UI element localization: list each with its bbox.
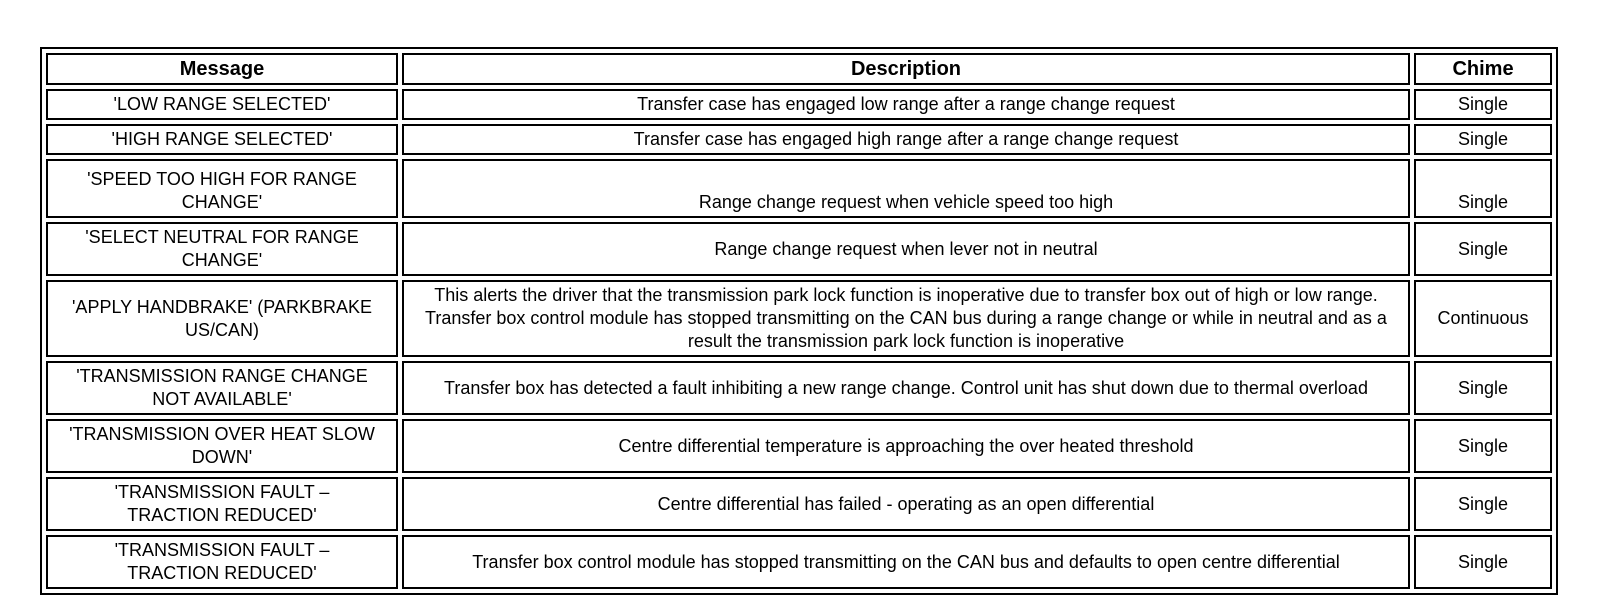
table-row: 'SPEED TOO HIGH FOR RANGE CHANGE' Range …: [46, 159, 1552, 218]
chime-cell: Single: [1414, 477, 1552, 531]
description-cell: Transfer box control module has stopped …: [402, 535, 1410, 589]
message-cell: 'SPEED TOO HIGH FOR RANGE CHANGE': [46, 159, 398, 218]
table-row: 'APPLY HANDBRAKE' (PARKBRAKE US/CAN) Thi…: [46, 280, 1552, 357]
description-cell: Transfer box has detected a fault inhibi…: [402, 361, 1410, 415]
chime-cell: Single: [1414, 89, 1552, 120]
table-row: 'TRANSMISSION OVER HEAT SLOW DOWN' Centr…: [46, 419, 1552, 473]
message-cell: 'TRANSMISSION FAULT – TRACTION REDUCED': [46, 477, 398, 531]
table-row: 'TRANSMISSION FAULT – TRACTION REDUCED' …: [46, 477, 1552, 531]
column-header-chime: Chime: [1414, 53, 1552, 85]
message-cell: 'APPLY HANDBRAKE' (PARKBRAKE US/CAN): [46, 280, 398, 357]
table-row: 'HIGH RANGE SELECTED' Transfer case has …: [46, 124, 1552, 155]
chime-cell: Single: [1414, 124, 1552, 155]
table-row: 'TRANSMISSION FAULT – TRACTION REDUCED' …: [46, 535, 1552, 589]
message-cell: 'SELECT NEUTRAL FOR RANGE CHANGE': [46, 222, 398, 276]
description-cell: Centre differential has failed - operati…: [402, 477, 1410, 531]
message-cell: 'TRANSMISSION OVER HEAT SLOW DOWN': [46, 419, 398, 473]
description-cell: Transfer case has engaged high range aft…: [402, 124, 1410, 155]
column-header-message: Message: [46, 53, 398, 85]
description-cell: This alerts the driver that the transmis…: [402, 280, 1410, 357]
description-cell: Centre differential temperature is appro…: [402, 419, 1410, 473]
chime-cell: Continuous: [1414, 280, 1552, 357]
chime-cell: Single: [1414, 361, 1552, 415]
message-cell: 'TRANSMISSION RANGE CHANGE NOT AVAILABLE…: [46, 361, 398, 415]
description-cell: Range change request when lever not in n…: [402, 222, 1410, 276]
table-row: 'TRANSMISSION RANGE CHANGE NOT AVAILABLE…: [46, 361, 1552, 415]
chime-cell: Single: [1414, 222, 1552, 276]
chime-cell: Single: [1414, 419, 1552, 473]
table-row: 'LOW RANGE SELECTED' Transfer case has e…: [46, 89, 1552, 120]
chime-cell: Single: [1414, 535, 1552, 589]
warning-messages-table: Message Description Chime 'LOW RANGE SEL…: [40, 47, 1558, 595]
message-cell: 'HIGH RANGE SELECTED': [46, 124, 398, 155]
header-row: Message Description Chime: [46, 53, 1552, 85]
message-cell: 'TRANSMISSION FAULT – TRACTION REDUCED': [46, 535, 398, 589]
chime-cell: Single: [1414, 159, 1552, 218]
message-cell: 'LOW RANGE SELECTED': [46, 89, 398, 120]
description-cell: Range change request when vehicle speed …: [402, 159, 1410, 218]
description-cell: Transfer case has engaged low range afte…: [402, 89, 1410, 120]
table-row: 'SELECT NEUTRAL FOR RANGE CHANGE' Range …: [46, 222, 1552, 276]
column-header-description: Description: [402, 53, 1410, 85]
